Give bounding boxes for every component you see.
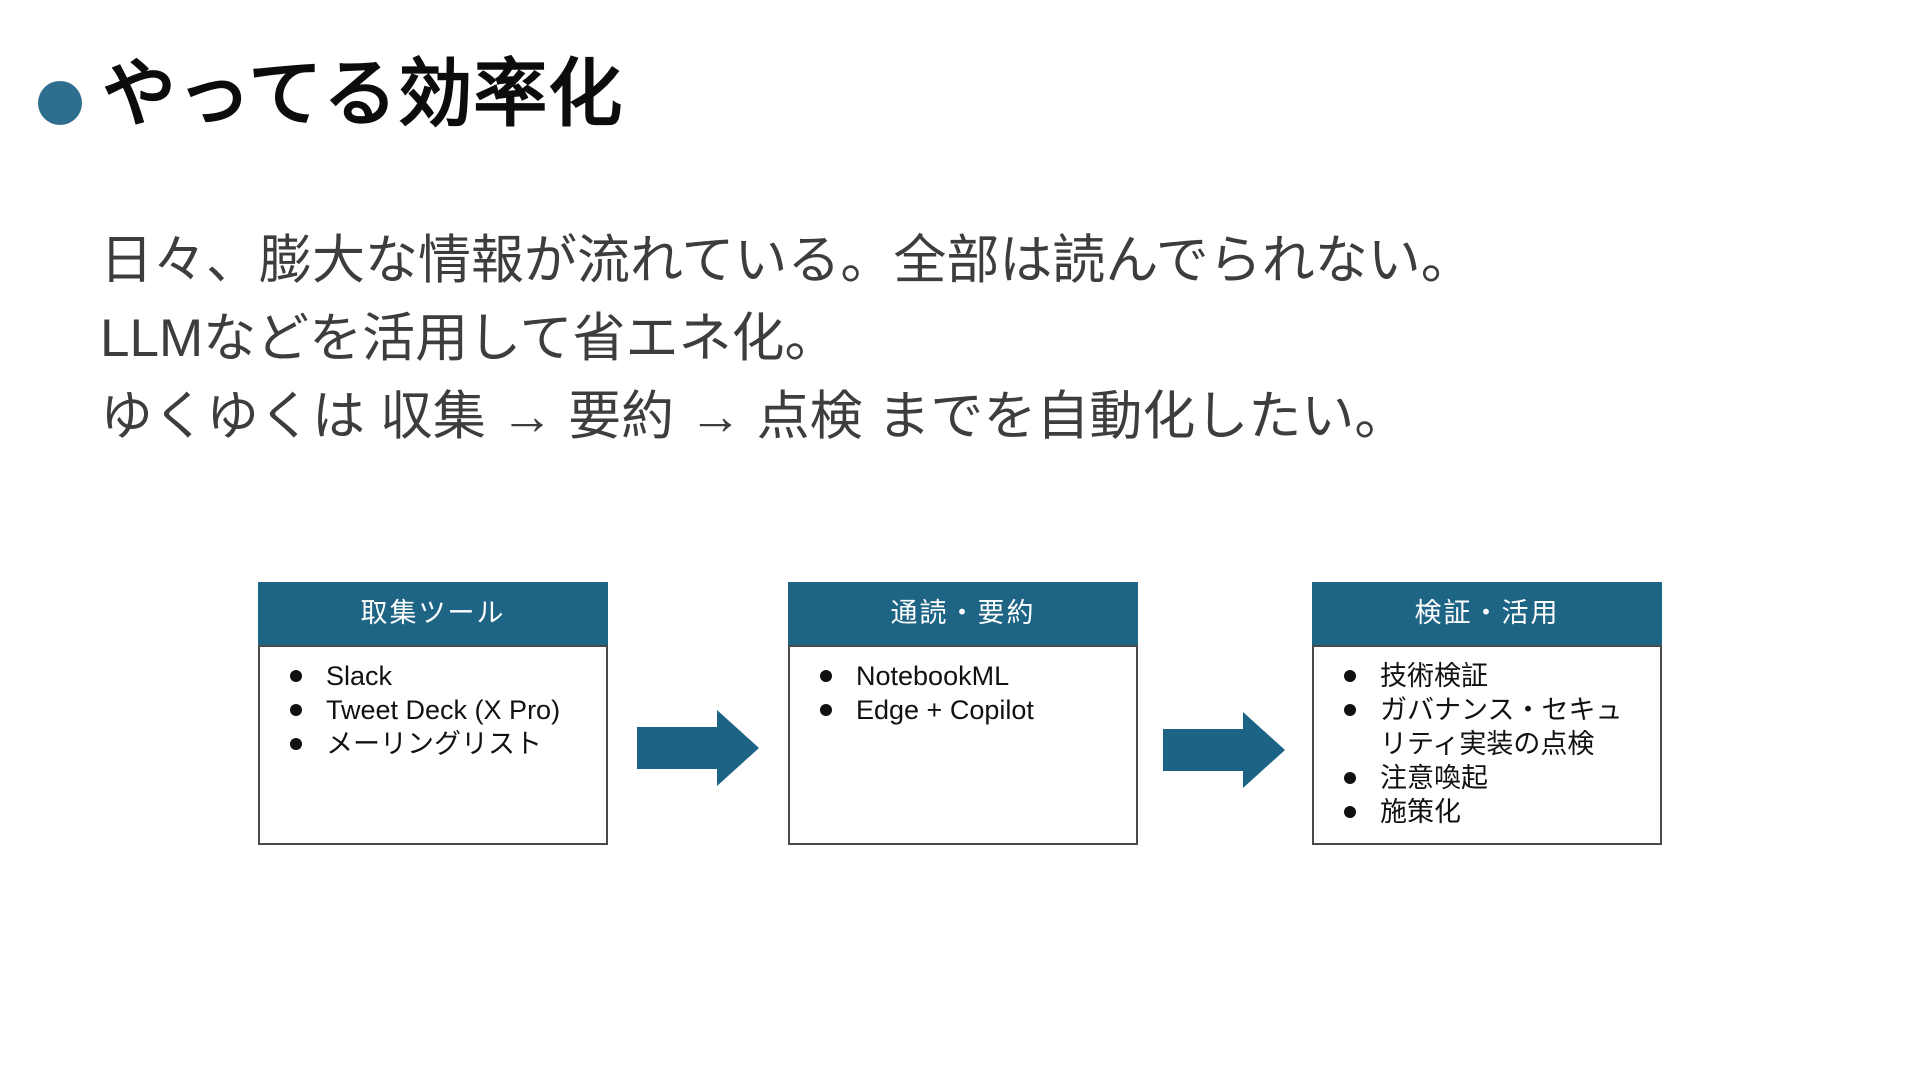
flow-box-reading-summary: 通読・要約 NotebookML Edge + Copilot <box>788 582 1138 845</box>
flow-item-list: NotebookML Edge + Copilot <box>814 659 1106 727</box>
flow-box-verification-use: 検証・活用 技術検証 ガバナンス・セキュリティ実装の点検 注意喚起 施策化 <box>1312 582 1662 845</box>
bullet-dot-icon <box>1344 806 1356 818</box>
body-line: ゆくゆくは 収集 → 要約 → 点検 までを自動化したい。 <box>100 387 1408 446</box>
flow-box-header: 通読・要約 <box>788 582 1138 645</box>
bullet-dot-icon <box>1344 670 1356 682</box>
bullet-dot-icon <box>290 704 302 716</box>
bullet-dot-icon <box>290 738 302 750</box>
list-item: ガバナンス・セキュリティ実装の点検 <box>1338 693 1630 761</box>
bullet-dot-icon <box>820 670 832 682</box>
list-item: メーリングリスト <box>284 727 576 761</box>
bullet-dot-icon <box>820 704 832 716</box>
list-item: 施策化 <box>1338 795 1630 829</box>
body-paragraph: 日々、膨大な情報が流れている。全部は読んでられない。 LLMなどを活用して省エネ… <box>100 222 1474 456</box>
flow-item-list: 技術検証 ガバナンス・セキュリティ実装の点検 注意喚起 施策化 <box>1338 659 1630 829</box>
bullet-dot-icon <box>290 670 302 682</box>
list-item: 注意喚起 <box>1338 761 1630 795</box>
flow-box-body: Slack Tweet Deck (X Pro) メーリングリスト <box>258 645 608 845</box>
right-arrow-icon <box>637 710 759 786</box>
list-item: 技術検証 <box>1338 659 1630 693</box>
list-item: Tweet Deck (X Pro) <box>284 693 576 727</box>
page-title: やってる効率化 <box>102 52 624 135</box>
flow-box-collection-tools: 取集ツール Slack Tweet Deck (X Pro) メーリングリスト <box>258 582 608 845</box>
flow-box-header: 取集ツール <box>258 582 608 645</box>
list-item: Slack <box>284 659 576 693</box>
body-line: LLMなどを活用して省エネ化。 <box>100 309 838 368</box>
flow-item-list: Slack Tweet Deck (X Pro) メーリングリスト <box>284 659 576 761</box>
bullet-dot-icon <box>1344 772 1356 784</box>
list-item: NotebookML <box>814 659 1106 693</box>
flow-box-body: NotebookML Edge + Copilot <box>788 645 1138 845</box>
flow-box-body: 技術検証 ガバナンス・セキュリティ実装の点検 注意喚起 施策化 <box>1312 645 1662 845</box>
list-item: Edge + Copilot <box>814 693 1106 727</box>
right-arrow-icon <box>1163 712 1285 788</box>
body-line: 日々、膨大な情報が流れている。全部は読んでられない。 <box>100 231 1474 290</box>
bullet-dot-icon <box>1344 704 1356 716</box>
title-bullet-icon <box>38 81 82 125</box>
flow-box-header: 検証・活用 <box>1312 582 1662 645</box>
